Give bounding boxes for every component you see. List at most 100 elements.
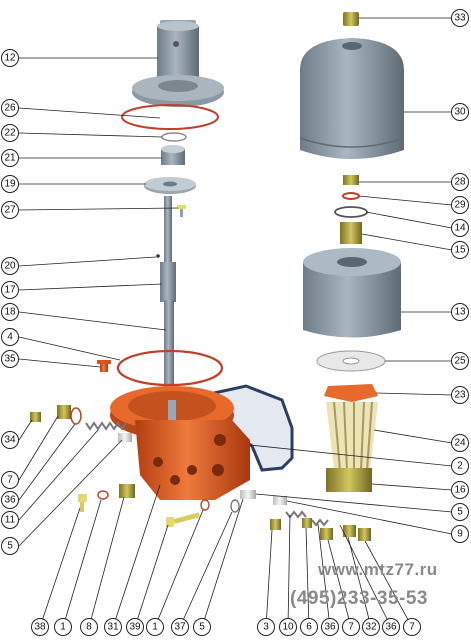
part-18-center-tube <box>164 300 174 420</box>
callout-7: 7 <box>1 471 19 489</box>
callout-37: 37 <box>171 618 189 636</box>
part-1-washer <box>97 490 109 500</box>
svg-text:37: 37 <box>174 622 186 633</box>
part-10-spring <box>285 510 307 519</box>
part-7-nut <box>57 405 82 425</box>
part-24-filter-element <box>326 401 378 471</box>
callout-6: 6 <box>300 618 318 636</box>
callout-28: 28 <box>451 173 469 191</box>
callout-10: 10 <box>279 618 297 636</box>
callout-30: 30 <box>451 103 469 121</box>
part-4-o-ring <box>116 349 224 387</box>
callout-17: 17 <box>1 281 19 299</box>
part-17-shaft <box>156 196 176 302</box>
part-34-plug <box>30 412 41 422</box>
watermark-site: www.mtz77.ru <box>318 560 438 579</box>
svg-text:21: 21 <box>4 153 16 164</box>
svg-text:5: 5 <box>457 507 463 518</box>
part-16-base <box>326 468 372 492</box>
svg-text:7: 7 <box>409 622 415 633</box>
callout-11: 11 <box>1 511 19 529</box>
callout-3: 3 <box>257 618 275 636</box>
svg-text:27: 27 <box>4 205 16 216</box>
part-15-sleeve <box>340 222 362 244</box>
part-7-nut-2 <box>320 528 333 540</box>
callout-18: 18 <box>1 303 19 321</box>
callout-25: 25 <box>451 352 469 370</box>
part-13-filter-can <box>303 248 401 338</box>
svg-text:14: 14 <box>454 223 466 234</box>
svg-text:33: 33 <box>454 13 466 24</box>
part-36-spring <box>311 518 329 527</box>
callout-38: 38 <box>31 618 49 636</box>
svg-text:6: 6 <box>306 622 312 633</box>
callout-35: 35 <box>1 350 19 368</box>
svg-text:9: 9 <box>457 529 463 540</box>
part-29-ring <box>342 192 360 200</box>
svg-text:22: 22 <box>4 128 16 139</box>
svg-text:18: 18 <box>4 307 16 318</box>
svg-text:12: 12 <box>4 53 16 64</box>
svg-text:29: 29 <box>454 200 466 211</box>
callout-33: 33 <box>451 9 469 27</box>
callout-23: 23 <box>451 386 469 404</box>
svg-text:19: 19 <box>4 179 16 190</box>
part-6-ring-plug <box>302 518 312 528</box>
svg-text:31: 31 <box>107 622 119 633</box>
part-19-washer <box>144 177 196 194</box>
svg-text:8: 8 <box>86 622 92 633</box>
svg-text:17: 17 <box>4 285 16 296</box>
callout-32: 32 <box>362 618 380 636</box>
svg-text:28: 28 <box>454 177 466 188</box>
part-11-spring <box>85 421 127 431</box>
callout-2: 2 <box>451 457 469 475</box>
callout-5c: 5 <box>451 503 469 521</box>
part-38-bolt <box>78 494 87 512</box>
part-2-main-housing <box>110 386 250 500</box>
svg-text:10: 10 <box>282 622 294 633</box>
svg-text:36: 36 <box>324 622 336 633</box>
svg-text:5: 5 <box>7 541 13 552</box>
svg-text:30: 30 <box>454 107 466 118</box>
callout-21: 21 <box>1 149 19 167</box>
part-8-plug <box>119 484 135 498</box>
part-23-spring-plate <box>324 384 378 402</box>
callout-4: 4 <box>1 328 19 346</box>
callout-36b: 36 <box>321 618 339 636</box>
svg-text:7: 7 <box>7 475 13 486</box>
svg-text:11: 11 <box>5 515 16 526</box>
svg-text:3: 3 <box>263 622 269 633</box>
svg-text:15: 15 <box>454 245 466 256</box>
svg-text:2: 2 <box>457 461 463 472</box>
part-9-bushing <box>273 496 287 505</box>
leader-lines <box>18 17 453 628</box>
part-7-nut-3 <box>358 528 371 541</box>
svg-text:35: 35 <box>4 354 16 365</box>
callout-16: 16 <box>451 481 469 499</box>
svg-text:1: 1 <box>60 622 66 633</box>
part-5-piston-2 <box>240 490 256 499</box>
part-30-cover <box>299 38 405 159</box>
callout-27: 27 <box>1 201 19 219</box>
svg-text:38: 38 <box>34 622 46 633</box>
svg-text:4: 4 <box>7 332 13 343</box>
svg-text:24: 24 <box>454 438 466 449</box>
callout-36c: 36 <box>382 618 400 636</box>
part-1-washer-2 <box>200 499 210 511</box>
callout-1: 1 <box>54 618 72 636</box>
svg-text:36: 36 <box>385 622 397 633</box>
part-22-ring <box>161 132 187 142</box>
callout-15: 15 <box>451 241 469 259</box>
callout-7c: 7 <box>403 618 421 636</box>
callout-5: 5 <box>1 537 19 555</box>
svg-text:5: 5 <box>199 622 205 633</box>
svg-text:36: 36 <box>4 495 16 506</box>
callout-39: 39 <box>126 618 144 636</box>
part-14-snap-ring <box>334 206 368 218</box>
part-12-upper-housing <box>132 20 224 107</box>
part-37-ring <box>230 499 240 513</box>
svg-text:16: 16 <box>454 485 466 496</box>
svg-text:23: 23 <box>454 390 466 401</box>
svg-text:20: 20 <box>4 261 16 272</box>
